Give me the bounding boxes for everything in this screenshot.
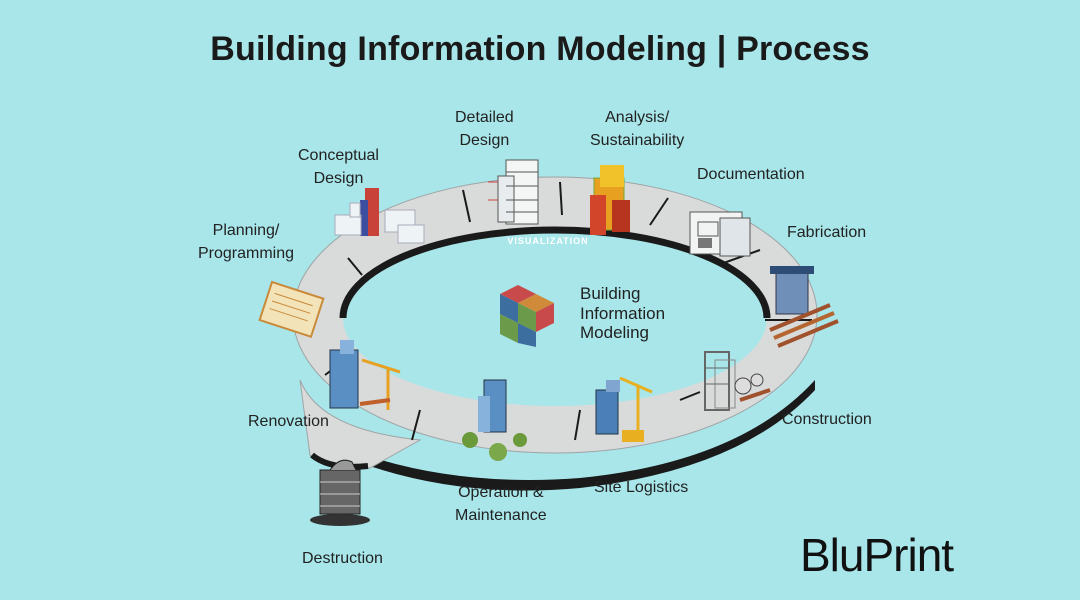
stage-label-line: Planning/ (212, 222, 280, 239)
stage-label-line: Documentation (697, 166, 805, 183)
stage-label-line: Design (313, 170, 364, 187)
destruction-building-icon (310, 459, 370, 526)
stage-label-analysis: Analysis/ Sustainability (590, 106, 684, 152)
stage-label-line: Programming (198, 245, 295, 262)
stage-label-detailed-design: Detailed Design (455, 106, 514, 152)
stage-label-line: Sustainability (590, 132, 685, 149)
stage-label-line: Destruction (302, 550, 383, 567)
stage-label-line: Site Logistics (594, 479, 689, 496)
bim-logo-icon (500, 285, 554, 347)
stage-label-line: Analysis/ (605, 109, 670, 126)
stage-label-line: Operation & (458, 484, 544, 501)
stage-label-line: Conceptual (298, 147, 379, 164)
stage-label-line: Renovation (248, 413, 329, 430)
brand-logo: BluPrint (800, 529, 954, 581)
stage-label-construction: Construction (782, 408, 872, 431)
site-logistics-icon (595, 376, 653, 442)
page-title: Building Information Modeling | Process (210, 30, 870, 68)
ring-side (340, 380, 815, 491)
planning-clipboard-icon (258, 280, 325, 338)
detailed-design-tower-icon (488, 159, 539, 225)
stage-label-renovation: Renovation (248, 410, 329, 433)
stage-label-destruction: Destruction (302, 547, 383, 570)
analysis-building-icon (590, 165, 630, 235)
stage-label-line: Design (459, 132, 510, 149)
stage-label-line: Fabrication (787, 224, 867, 241)
construction-frame-icon (704, 351, 771, 411)
renovation-building-icon (329, 340, 401, 410)
center-label: Building Information Modeling (580, 284, 665, 343)
center-label-line: Modeling (580, 323, 649, 342)
conceptual-massing-icon (334, 188, 425, 244)
center-label-line: Building (580, 284, 641, 303)
stage-label-line: Detailed (455, 109, 514, 126)
stage-label-site-logistics: Site Logistics (594, 476, 688, 499)
ring-label: VISUALIZATION (507, 236, 588, 246)
stage-label-conceptual-design: Conceptual Design (298, 144, 379, 190)
stage-label-operation: Operation & Maintenance (455, 481, 547, 527)
documentation-drawing-icon (689, 211, 751, 257)
stage-label-line: Maintenance (455, 507, 547, 524)
stage-label-fabrication: Fabrication (787, 221, 866, 244)
fabrication-machine-icon (769, 266, 839, 348)
ring-inner-rim (339, 226, 771, 319)
stage-label-line: Construction (782, 411, 872, 428)
stage-label-planning: Planning/ Programming (198, 219, 294, 265)
center-label-line: Information (580, 303, 666, 323)
stage-label-documentation: Documentation (697, 163, 805, 186)
operation-building-icon (462, 379, 527, 461)
ring-inner (343, 230, 767, 406)
